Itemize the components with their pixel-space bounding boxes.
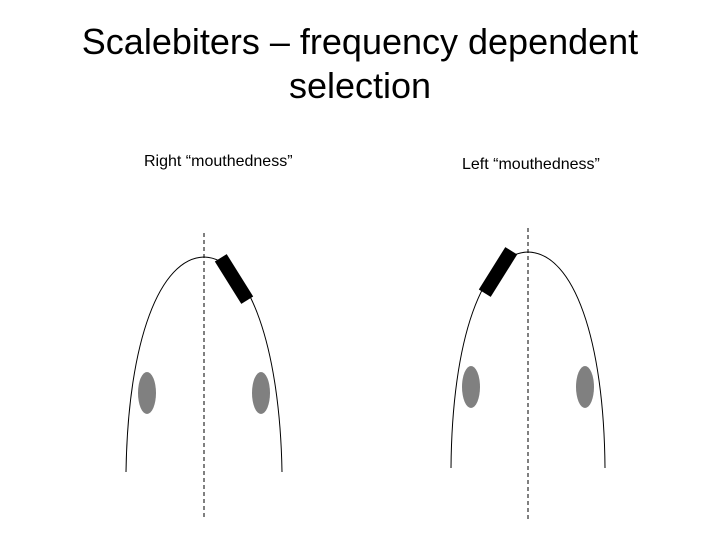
eye-left — [138, 372, 156, 414]
panel-label-right-mouthedness: Right “mouthedness” — [144, 153, 293, 170]
panel-label-left-mouthedness: Left “mouthedness” — [462, 156, 600, 173]
eye-right — [576, 366, 594, 408]
fish-left-mouthed — [450, 228, 606, 520]
title-line-2: selection — [288, 65, 432, 106]
head-outline — [125, 256, 283, 473]
fish-right-mouthed — [125, 233, 283, 518]
mouth-bar — [214, 254, 254, 304]
slide-title: Scalebiters – frequency dependent select… — [0, 20, 720, 108]
title-line-1: Scalebiters – frequency dependent — [81, 21, 639, 62]
eye-left — [462, 366, 480, 408]
eye-right — [252, 372, 270, 414]
head-outline — [450, 251, 606, 469]
mouth-bar — [478, 247, 518, 297]
